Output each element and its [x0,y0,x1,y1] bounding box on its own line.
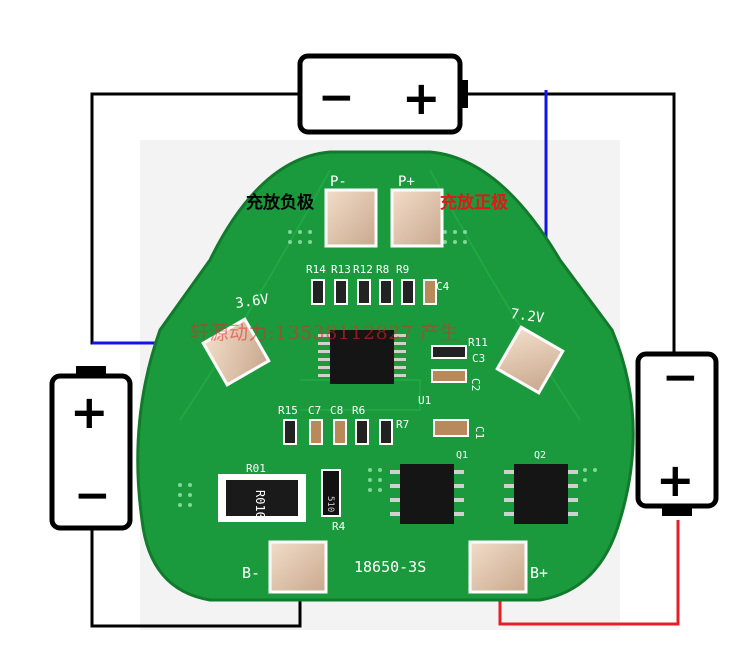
pad-b-minus [268,540,328,594]
svg-text:B+: B+ [530,564,548,582]
svg-text:P-: P- [330,174,347,190]
label-discharge-negative: 充放负极 [246,193,314,213]
svg-text:7.2V: 7.2V [509,306,545,327]
cap-c1 [433,419,469,437]
battery-left-plus: + [70,385,109,439]
svg-text:R14: R14 [306,263,326,276]
ic-u1 [318,330,406,384]
wire-top-right-black [462,92,676,354]
battery-top-minus: − [318,72,355,123]
svg-text:B-: B- [242,564,260,582]
resistor-r4 [321,469,341,517]
battery-left-minus: − [74,470,111,521]
pad-3v6 [201,317,271,387]
svg-text:R15: R15 [278,404,298,417]
svg-text:R13: R13 [331,263,351,276]
mosfet-q2 [504,464,578,524]
mosfet-q1 [390,464,464,524]
battery-top-plus: + [402,71,441,125]
pad-p-minus [324,188,378,248]
battery-top: − + [297,53,468,135]
svg-text:3.6V: 3.6V [234,291,270,312]
battery-right-plus: + [656,453,695,507]
svg-text:R8: R8 [376,263,389,276]
pad-p-plus [390,188,444,248]
svg-text:510: 510 [325,496,335,512]
svg-text:18650-3S: 18650-3S [354,558,426,576]
svg-text:R11: R11 [468,336,488,349]
svg-text:C3: C3 [472,352,485,365]
battery-left: + − [49,366,133,531]
svg-text:R7: R7 [396,418,409,431]
svg-text:R6: R6 [352,404,365,417]
svg-text:C2: C2 [469,378,482,391]
resistor-row-top [311,279,437,305]
svg-text:C8: C8 [330,404,343,417]
svg-text:C4: C4 [436,280,450,293]
svg-text:Q2: Q2 [534,450,546,461]
watermark-text: 轩源动力:13538112827 产生 [190,322,459,344]
svg-text:Q1: Q1 [456,450,468,461]
svg-text:P+: P+ [398,174,415,190]
pcb-board: P- P+ 3.6V 7.2V B- B+ 18650-3S R14 R13 R… [136,150,635,602]
shunt-resistor [226,480,298,516]
svg-text:C1: C1 [473,426,486,439]
svg-text:R9: R9 [396,263,409,276]
pad-7v2 [495,325,565,395]
svg-text:C7: C7 [308,404,321,417]
battery-right: − + [635,351,719,516]
svg-text:R12: R12 [353,263,373,276]
label-discharge-positive: 充放正极 [440,193,508,213]
svg-text:R4: R4 [332,520,346,533]
svg-text:R01: R01 [246,462,266,475]
battery-right-minus: − [662,352,699,403]
svg-text:U1: U1 [418,394,431,407]
pad-b-plus [468,540,528,594]
svg-text:R010: R010 [253,490,267,519]
